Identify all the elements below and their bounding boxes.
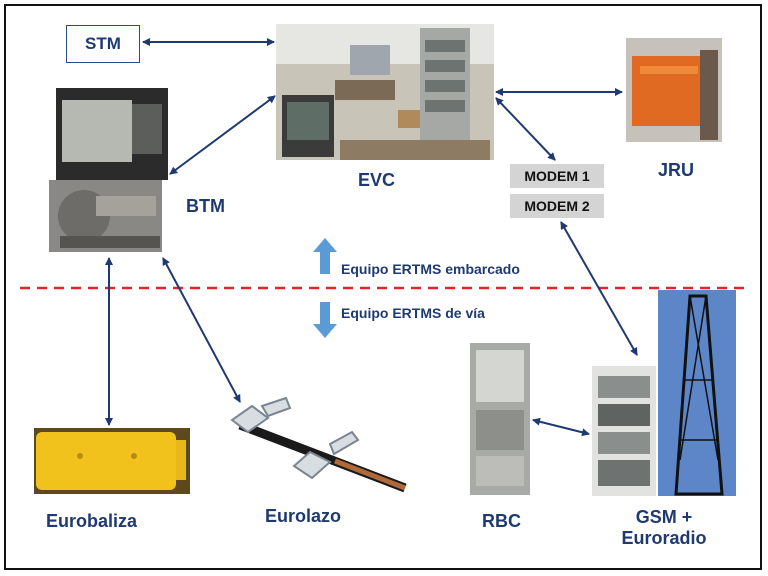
gsm-photo: [592, 366, 656, 496]
arrow-btm-evc: [169, 95, 276, 175]
stm-box: STM: [66, 25, 140, 63]
legend-onboard-label: Equipo ERTMS embarcado: [341, 261, 520, 277]
arrow-modem-gsm: [560, 221, 638, 356]
btm-photo: [49, 88, 168, 252]
legend-trackside-label: Equipo ERTMS de vía: [341, 305, 485, 321]
eurobaliza-label: Eurobaliza: [46, 511, 138, 531]
eurobaliza-photo: [34, 428, 190, 494]
modem-2-box: MODEM 2: [510, 194, 604, 218]
jru-photo: [626, 38, 722, 142]
arrow-rbc-gsm: [532, 417, 590, 437]
eurolazo-photo: [230, 396, 407, 493]
gsm-label: GSM + Euroradio: [604, 507, 724, 549]
legend-down-arrow-icon: [313, 302, 337, 338]
gsm-label-line-1: GSM +: [635, 507, 693, 527]
arrow-evc-modem: [495, 97, 556, 161]
evc-photo: [276, 24, 494, 160]
evc-label: EVC: [358, 170, 396, 190]
legend-up-arrow-icon: [313, 238, 337, 274]
arrow-btm-eurolazo: [162, 257, 241, 403]
gsm-label-line-2: Euroradio: [621, 528, 707, 548]
rbc-label: RBC: [482, 511, 521, 531]
tower-photo: [658, 290, 736, 496]
modem-1-box: MODEM 1: [510, 164, 604, 188]
eurolazo-label: Eurolazo: [265, 506, 342, 526]
rbc-photo: [470, 343, 530, 495]
btm-label: BTM: [186, 196, 225, 216]
jru-label: JRU: [658, 160, 695, 180]
